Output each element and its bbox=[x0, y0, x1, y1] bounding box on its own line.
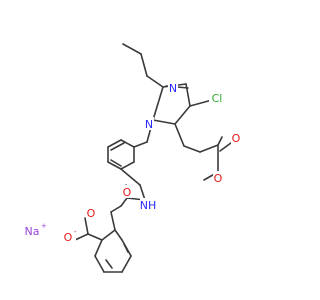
atom-na: Na + bbox=[23, 222, 47, 238]
atom-nh-label: NH bbox=[140, 199, 157, 212]
bond-line-28 bbox=[139, 184, 146, 201]
bond-line-3 bbox=[152, 86, 164, 121]
bond-line-19 bbox=[120, 139, 135, 148]
bond-line-40 bbox=[114, 229, 123, 241]
atom-cl: Cl bbox=[209, 91, 226, 105]
atom-na-label: Na bbox=[25, 225, 40, 238]
bond-line-30 bbox=[120, 197, 128, 207]
atom-o-carboxylate-charge: - bbox=[74, 228, 77, 236]
bond-line-44 bbox=[84, 217, 89, 235]
atom-o-ester-methoxy: O bbox=[213, 171, 223, 185]
bond-line-38 bbox=[121, 255, 132, 273]
atom-o-carboxylate-label: O bbox=[64, 231, 73, 244]
atom-nh: NH bbox=[140, 198, 157, 212]
bond-line-42 bbox=[123, 243, 129, 253]
bond-line-45 bbox=[74, 233, 89, 241]
bond-line-27 bbox=[120, 168, 141, 186]
molecule-structure-diagram: N N Cl O O NH O bbox=[23, 43, 241, 273]
atom-n3-label: N bbox=[169, 82, 177, 95]
bond-line-11 bbox=[183, 145, 201, 153]
bond-line-43 bbox=[87, 233, 103, 241]
atom-o-carboxyl-carbonyl-label: O bbox=[87, 207, 96, 220]
atom-cl-label: Cl bbox=[212, 92, 223, 105]
bond-line-7 bbox=[152, 119, 176, 125]
bond-line-9 bbox=[189, 99, 213, 107]
atom-o-carboxyl-carbonyl: O bbox=[86, 206, 96, 220]
bond-line-34 bbox=[101, 229, 116, 241]
bond-line-10 bbox=[174, 123, 185, 147]
atom-o-ester-methoxy-label: O bbox=[214, 172, 223, 185]
bond-line-0 bbox=[122, 43, 142, 55]
bond-line-18 bbox=[133, 141, 148, 148]
bond-line-12 bbox=[199, 144, 219, 153]
bond-line-33 bbox=[110, 211, 116, 231]
bond-line-6 bbox=[174, 105, 191, 125]
bond-line-22 bbox=[107, 161, 122, 170]
atom-o-amide-label: O bbox=[123, 186, 132, 199]
bond-line-20 bbox=[107, 139, 122, 148]
bond-line-25 bbox=[110, 142, 125, 151]
atom-o-amide: O bbox=[122, 185, 132, 199]
atom-na-charge: + bbox=[41, 222, 47, 230]
atom-o-carboxylate: O - bbox=[62, 228, 77, 244]
bond-line-1 bbox=[140, 53, 148, 77]
bond-line-32 bbox=[110, 205, 122, 213]
atom-n3: N bbox=[168, 81, 178, 95]
atom-labels: N N Cl O O NH O bbox=[23, 81, 241, 244]
atom-n1: N bbox=[144, 117, 154, 131]
bond-line-41 bbox=[105, 259, 113, 269]
atom-n1-label: N bbox=[145, 118, 153, 131]
bond-line-36 bbox=[94, 255, 105, 273]
bond-line-23 bbox=[120, 161, 135, 170]
bond-line-26 bbox=[110, 159, 122, 167]
atom-o-ester-carbonyl-label: O bbox=[232, 132, 241, 145]
bond-line-13 bbox=[217, 136, 223, 146]
bond-lines bbox=[74, 43, 236, 273]
atom-o-ester-carbonyl: O bbox=[231, 131, 241, 145]
bond-line-2 bbox=[146, 75, 164, 88]
bond-line-35 bbox=[94, 239, 103, 257]
